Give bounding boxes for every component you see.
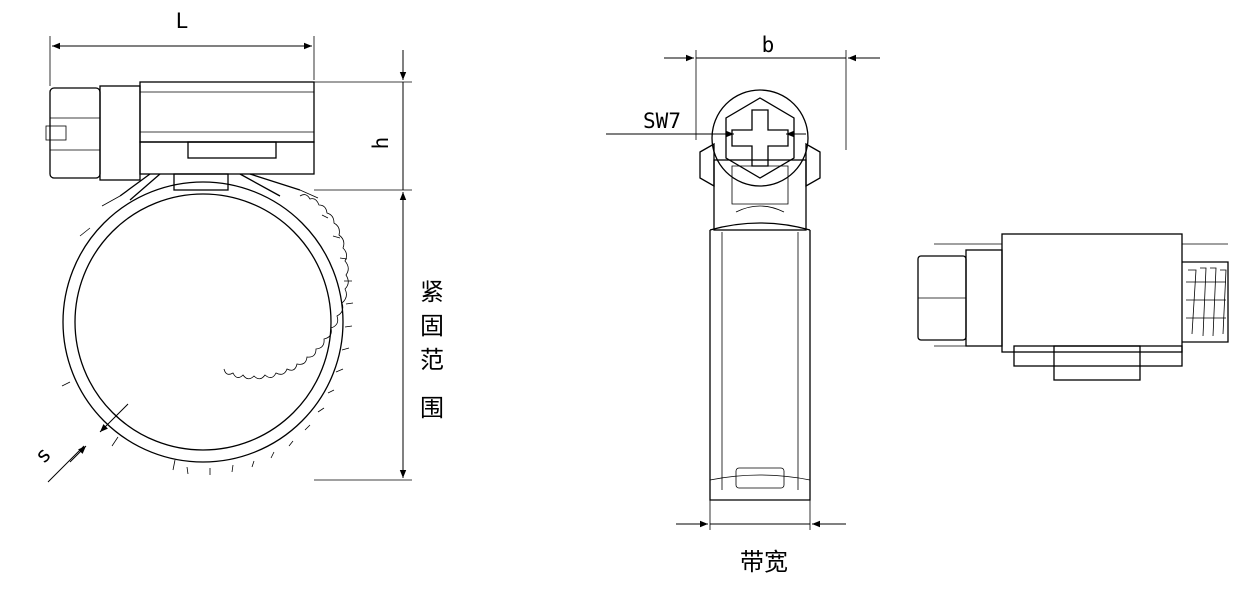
screw-collar-top [965, 249, 1003, 347]
band-serrations [186, 194, 354, 475]
screw-head-circle [711, 89, 809, 187]
svg-text:范: 范 [420, 346, 444, 374]
band-outer-circle [62, 181, 344, 463]
band-end-top [1182, 261, 1229, 343]
svg-text:围: 围 [420, 394, 444, 422]
front-view: L h 紧 固 范 围 s [30, 9, 444, 483]
band-side-outline [709, 230, 811, 501]
housing-clip [187, 141, 277, 159]
head-block [713, 159, 807, 231]
housing-clip-top [1053, 345, 1141, 381]
head-height-label: h [369, 137, 393, 150]
screw-collar [99, 85, 141, 181]
svg-text:紧: 紧 [420, 278, 444, 306]
side-view: b SW7 带宽 [606, 33, 880, 576]
band-width-label: 带宽 [740, 548, 788, 576]
svg-text:固: 固 [420, 312, 444, 340]
housing-top-view [1001, 233, 1183, 353]
housing-top [139, 81, 315, 143]
clamp-range-label: 紧 固 范 围 [420, 278, 444, 422]
phillips-cross [731, 109, 789, 167]
top-view [917, 233, 1229, 381]
length-label: L [176, 9, 189, 33]
thickness-label: s [30, 442, 56, 468]
hex-outline [725, 97, 795, 179]
head-width-label: b [762, 33, 775, 57]
screw-head [49, 87, 101, 179]
hex-size-label: SW7 [643, 109, 681, 133]
band-inner-circle [74, 193, 332, 451]
